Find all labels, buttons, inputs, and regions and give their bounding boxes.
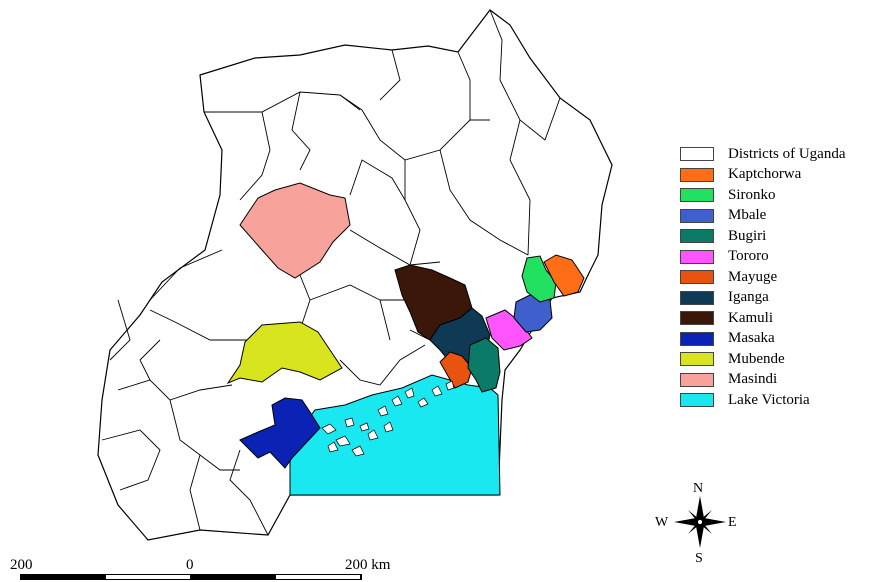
legend-item-tororo: Tororo xyxy=(680,247,875,268)
legend-label: Mbale xyxy=(728,207,767,224)
legend-label: Tororo xyxy=(728,248,769,265)
lake-victoria-islands xyxy=(321,380,455,457)
legend: Districts of Uganda Kaptchorwa Sironko M… xyxy=(680,144,875,411)
compass-east-label: E xyxy=(728,515,737,530)
legend-item-masindi: Masindi xyxy=(680,370,875,391)
legend-swatch xyxy=(680,208,714,223)
compass-rose xyxy=(674,496,726,548)
legend-label: Masindi xyxy=(728,371,778,388)
legend-label: Kaptchorwa xyxy=(728,166,802,183)
legend-label: Masaka xyxy=(728,330,775,347)
legend-label: Iganga xyxy=(728,289,769,306)
legend-label: Mubende xyxy=(728,350,785,367)
legend-item-kaptchorwa: Kaptchorwa xyxy=(680,165,875,186)
legend-item-districts-of-uganda: Districts of Uganda xyxy=(680,144,875,165)
scale-label-middle: 0 xyxy=(186,557,194,573)
scale-bar xyxy=(20,574,362,580)
legend-label: Mayuge xyxy=(728,268,778,285)
district-mubende xyxy=(226,321,343,385)
legend-swatch xyxy=(680,352,714,367)
scale-segment xyxy=(105,575,191,579)
legend-item-masaka: Masaka xyxy=(680,329,875,350)
legend-label: Sironko xyxy=(728,186,776,203)
compass-west-label: W xyxy=(655,515,669,530)
scale-label-left: 200 xyxy=(10,557,33,573)
district-bugiri xyxy=(467,337,501,393)
legend-item-mbale: Mbale xyxy=(680,206,875,227)
legend-label: Bugiri xyxy=(728,227,767,244)
scale-segment xyxy=(21,575,105,579)
district-kaptchorwa xyxy=(543,254,585,297)
legend-swatch xyxy=(680,167,714,182)
legend-label: Lake Victoria xyxy=(728,391,810,408)
district-boundaries xyxy=(101,9,561,536)
legend-swatch xyxy=(680,270,714,285)
district-tororo xyxy=(485,309,533,351)
legend-swatch xyxy=(680,331,714,346)
legend-swatch xyxy=(680,249,714,264)
legend-item-iganga: Iganga xyxy=(680,288,875,309)
district-mayuge xyxy=(439,351,473,389)
legend-swatch xyxy=(680,393,714,408)
legend-swatch xyxy=(680,229,714,244)
compass-south-label: S xyxy=(695,551,703,566)
legend-item-kamuli: Kamuli xyxy=(680,308,875,329)
legend-item-sironko: Sironko xyxy=(680,185,875,206)
scale-segment xyxy=(275,575,361,579)
district-masindi xyxy=(239,182,351,279)
legend-swatch xyxy=(680,290,714,305)
district-sironko xyxy=(521,255,557,303)
legend-item-mayuge: Mayuge xyxy=(680,267,875,288)
legend-item-mubende: Mubende xyxy=(680,349,875,370)
scale-label-right: 200 km xyxy=(345,557,391,573)
legend-swatch xyxy=(680,147,714,162)
legend-label: Kamuli xyxy=(728,309,773,326)
district-masaka xyxy=(239,397,321,469)
legend-swatch xyxy=(680,188,714,203)
legend-swatch xyxy=(680,311,714,326)
legend-item-lake-victoria: Lake Victoria xyxy=(680,390,875,411)
legend-swatch xyxy=(680,372,714,387)
scale-segment xyxy=(191,575,275,579)
legend-label: Districts of Uganda xyxy=(728,145,846,162)
legend-item-bugiri: Bugiri xyxy=(680,226,875,247)
compass-north-label: N xyxy=(693,481,704,496)
